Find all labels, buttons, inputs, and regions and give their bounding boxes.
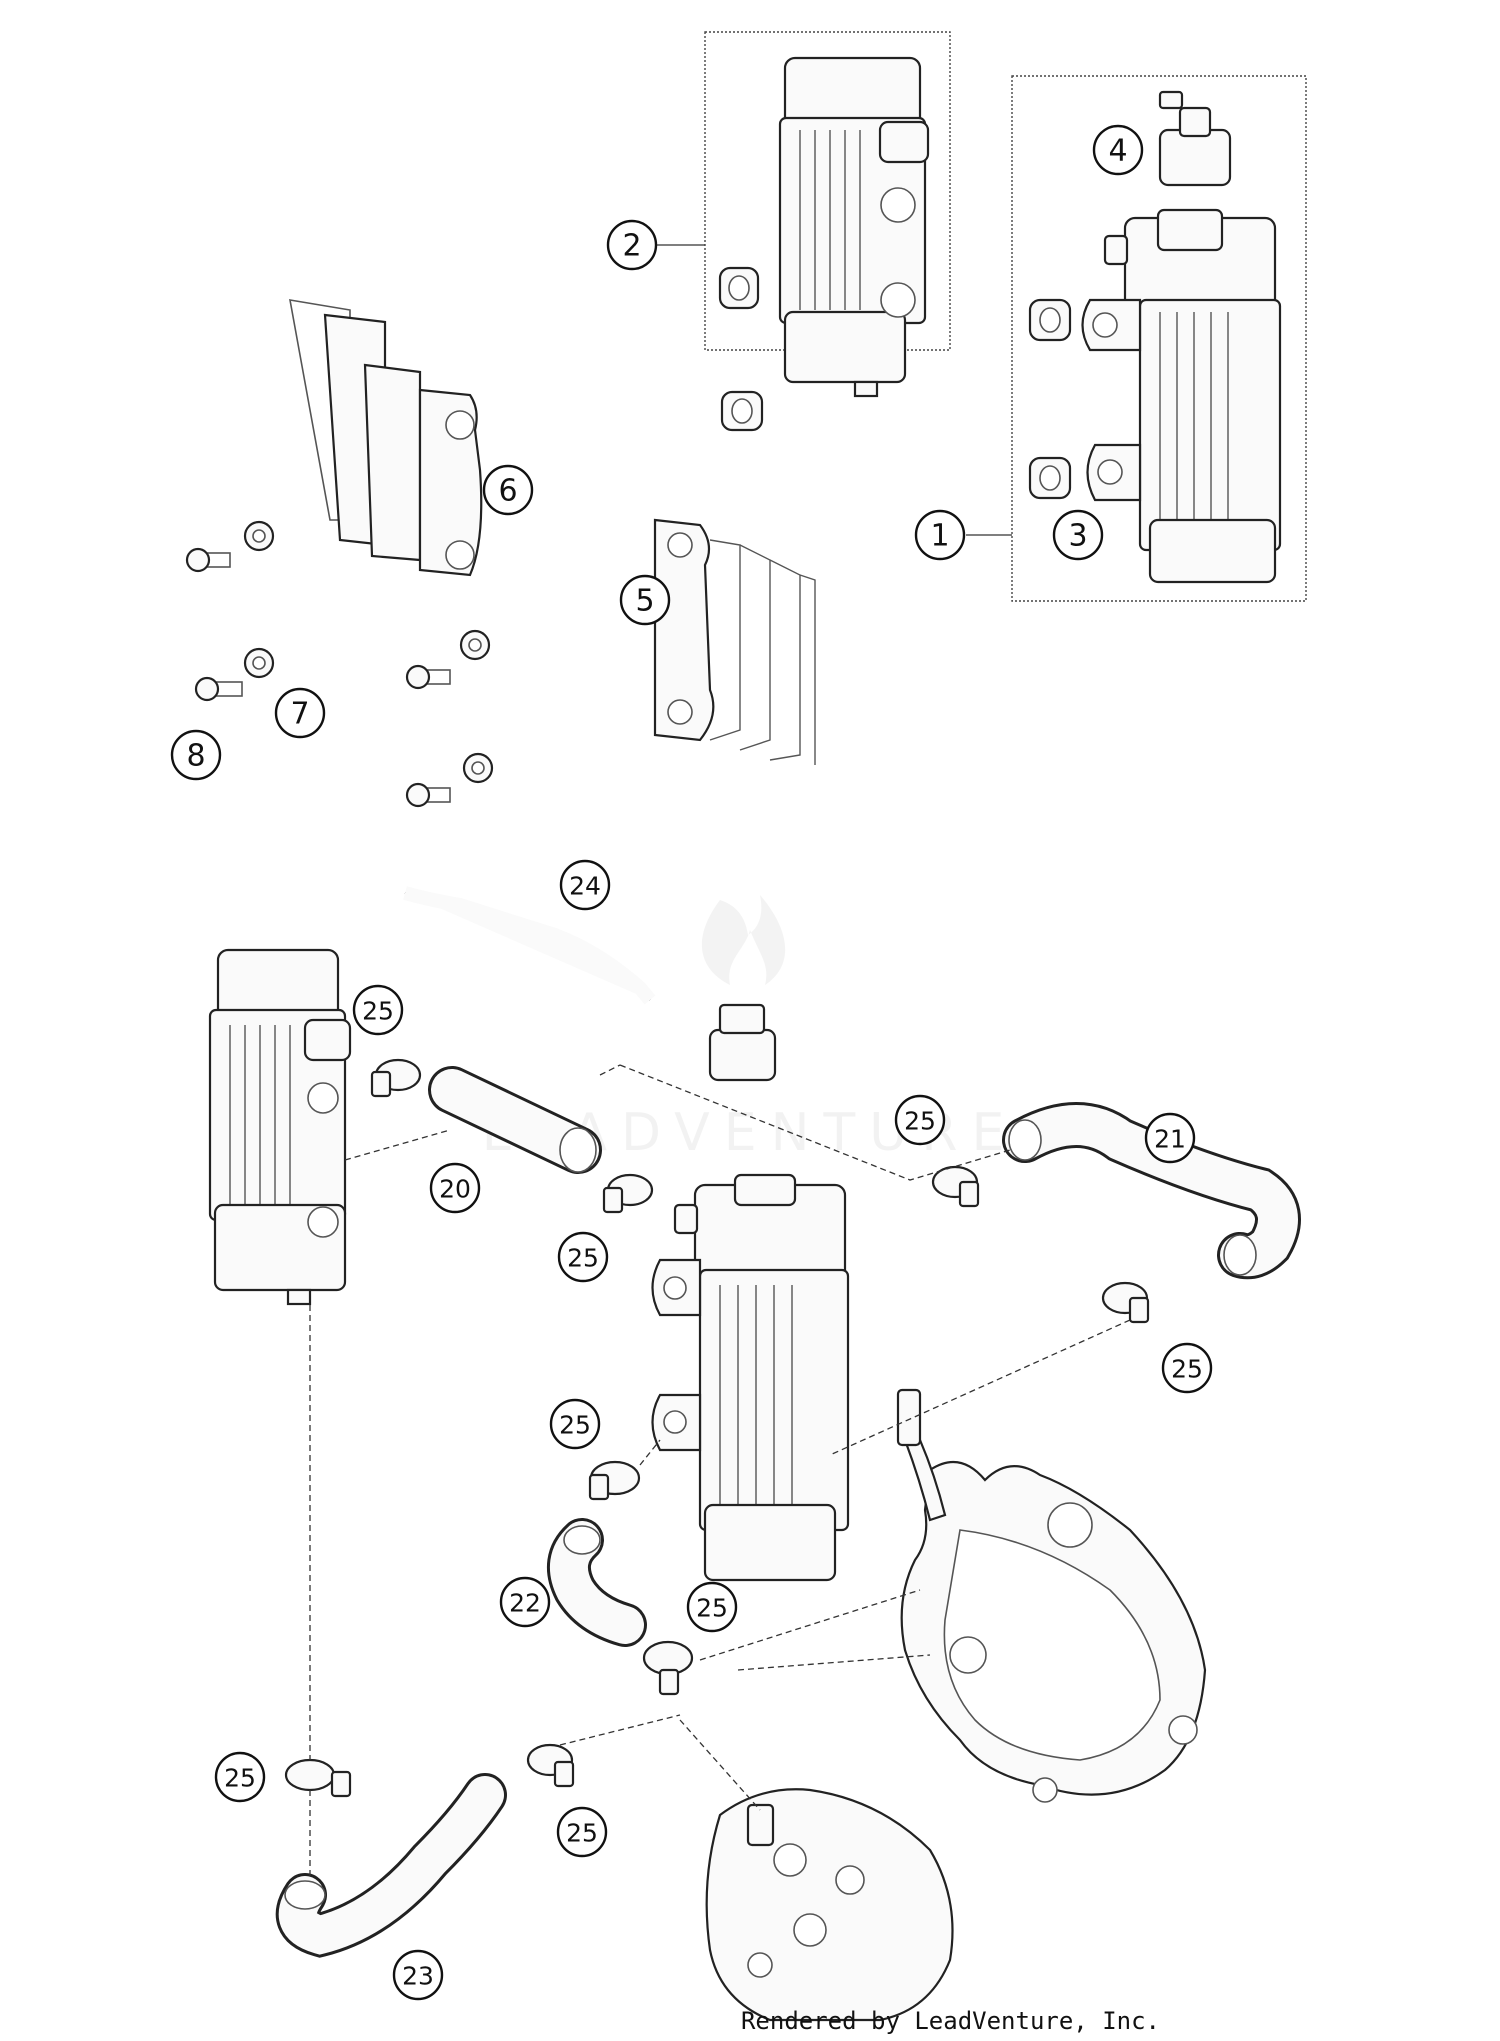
radiator-guard-part (289, 299, 483, 577)
callout-20: 20 (429, 1162, 481, 1214)
svg-text:21: 21 (1154, 1125, 1186, 1154)
svg-text:25: 25 (696, 1594, 728, 1623)
svg-text:1: 1 (930, 519, 949, 554)
callout-7: 7 (274, 687, 326, 739)
svg-text:25: 25 (559, 1411, 591, 1440)
leader-lines (309, 244, 1131, 1880)
radiator-cap-part (1158, 90, 1232, 187)
overflow-hose-part (403, 886, 656, 1005)
callout-25-a: 25 (352, 984, 404, 1036)
callout-21: 21 (1144, 1112, 1196, 1164)
callout-23: 23 (392, 1949, 444, 2001)
callout-25-b: 25 (557, 1231, 609, 1283)
callout-8: 8 (170, 729, 222, 781)
callout-22: 22 (499, 1576, 551, 1628)
svg-text:4: 4 (1108, 134, 1127, 169)
hose-clamp-part (284, 1058, 1150, 1798)
svg-text:3: 3 (1068, 519, 1087, 554)
radiator-assembly-left (208, 948, 352, 1306)
hose-22-part (546, 1518, 647, 1647)
radiator-grille-part (653, 518, 816, 765)
svg-text:7: 7 (290, 697, 309, 732)
callout-25-g: 25 (214, 1751, 266, 1803)
bolt-washer-set (185, 520, 494, 808)
svg-text:5: 5 (635, 584, 654, 619)
filler-cap-part (708, 1003, 777, 1082)
svg-text:22: 22 (509, 1589, 541, 1618)
callout-25-f: 25 (686, 1581, 738, 1633)
svg-text:24: 24 (569, 872, 601, 901)
cylinder-head-part (705, 1788, 954, 2022)
callout-3: 3 (1052, 509, 1104, 561)
grommet-part (718, 266, 764, 432)
radiator-right-part (1081, 208, 1282, 584)
render-credit: Rendered by LeadVenture, Inc. (740, 2007, 1160, 2035)
callout-25-e: 25 (549, 1398, 601, 1450)
hose-21-part (1002, 1102, 1301, 1280)
grommet-part (1028, 298, 1072, 500)
radiator-left-part (778, 56, 930, 398)
callout-5: 5 (619, 574, 671, 626)
radiator-assembly-center (651, 1173, 850, 1582)
svg-text:25: 25 (1171, 1355, 1203, 1384)
callout-25-c: 25 (894, 1094, 946, 1146)
callout-24: 24 (559, 859, 611, 911)
callout-4: 4 (1092, 124, 1144, 176)
svg-text:25: 25 (566, 1819, 598, 1848)
svg-text:25: 25 (904, 1107, 936, 1136)
callout-25-h: 25 (556, 1806, 608, 1858)
svg-text:2: 2 (622, 229, 641, 264)
svg-text:20: 20 (439, 1175, 471, 1204)
svg-text:23: 23 (402, 1962, 434, 1991)
callout-25-d: 25 (1161, 1342, 1213, 1394)
hose-20-part (428, 1066, 602, 1174)
radiator-1-box (1011, 75, 1307, 602)
svg-text:25: 25 (224, 1764, 256, 1793)
callout-2: 2 (606, 219, 658, 271)
svg-text:25: 25 (362, 997, 394, 1026)
callout-6: 6 (482, 464, 534, 516)
svg-text:25: 25 (567, 1244, 599, 1273)
hose-23-part (275, 1773, 507, 1958)
svg-text:8: 8 (186, 739, 205, 774)
water-pump-cover-part (896, 1388, 1207, 1803)
svg-text:6: 6 (498, 474, 517, 509)
callout-1: 1 (914, 509, 966, 561)
